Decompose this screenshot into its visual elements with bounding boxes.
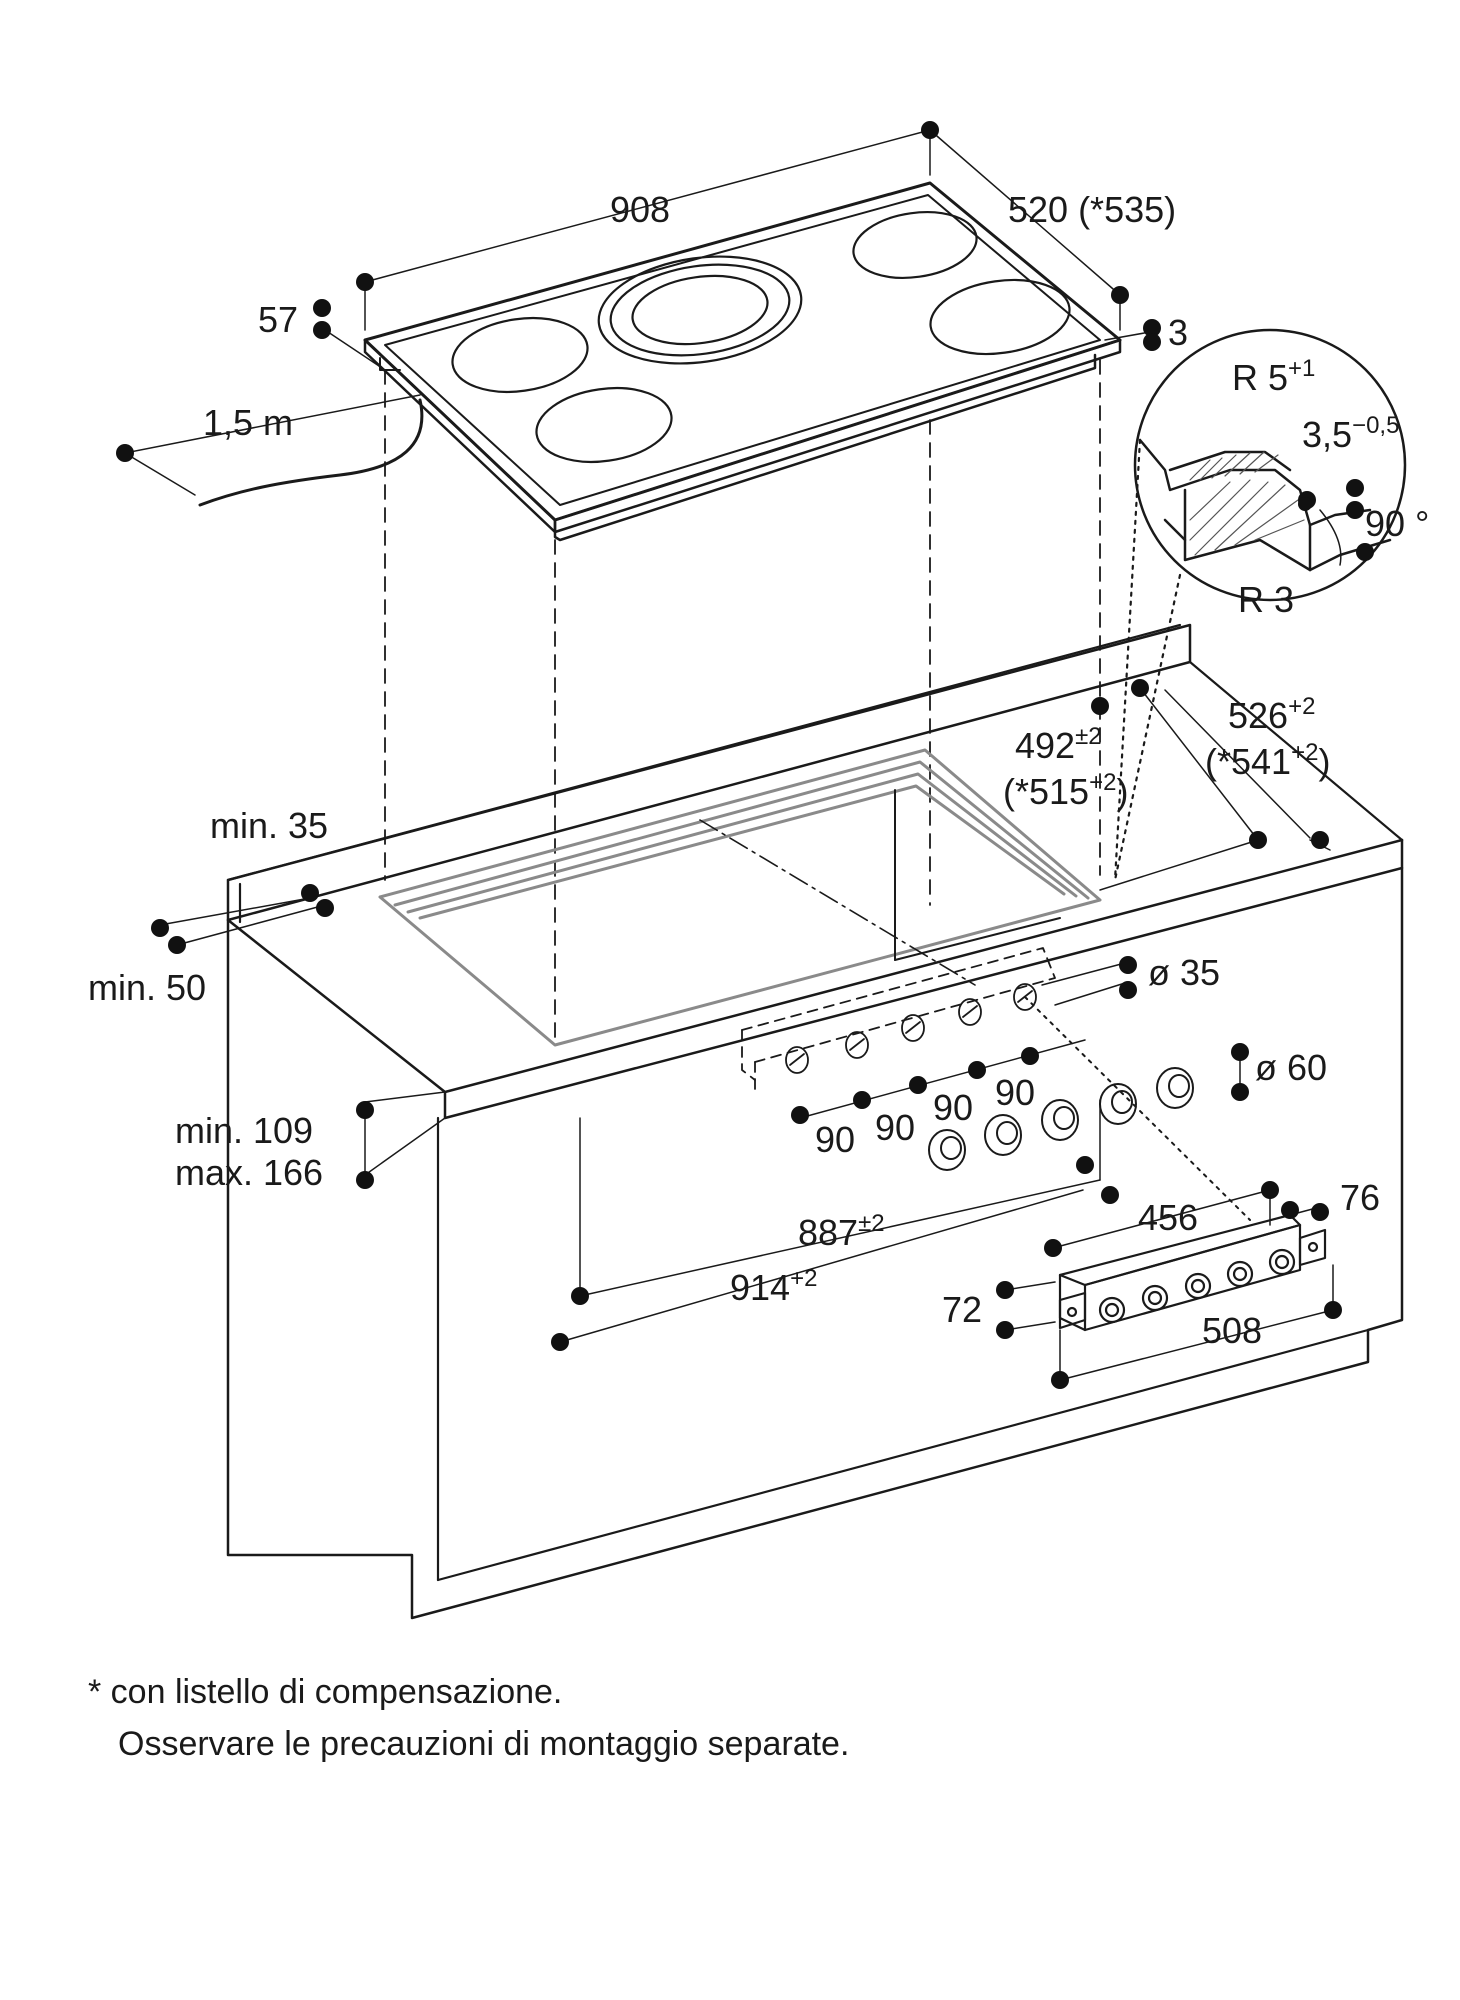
- label-radius-top: R 5+1: [1232, 355, 1315, 398]
- label-min-rear: min. 35: [210, 805, 328, 846]
- label-hob-depth: 520 (*535): [1008, 189, 1176, 230]
- label-cutout-depth-inner-alt: (*515+2): [1003, 769, 1128, 812]
- label-knob-diameter: ø 60: [1255, 1047, 1327, 1088]
- burner-front-left: [535, 387, 673, 463]
- label-hob-width: 908: [610, 189, 670, 230]
- label-panel-height: 72: [942, 1289, 982, 1330]
- label-cutout-width-inner: 887±2: [798, 1210, 885, 1253]
- control-cutout-outline: [741, 947, 1056, 1093]
- dimension-dots: [116, 121, 1374, 1389]
- counter-cabinet: [226, 623, 1404, 1620]
- worktop-cutout: [378, 748, 1102, 1047]
- burner-center-mid: [609, 263, 791, 357]
- label-cutout-width-outer: 914+2: [730, 1265, 817, 1308]
- dimension-lines: [124, 129, 1334, 1381]
- label-radius-bottom: R 3: [1238, 579, 1294, 620]
- label-knob-spacing-4: 90: [995, 1072, 1035, 1113]
- label-hob-height: 57: [258, 299, 298, 340]
- knob-4: [1099, 1083, 1137, 1125]
- knob-1: [928, 1129, 966, 1171]
- dimension-labels: 908 520 (*535) 57 3 1,5 m R 5+1 3,5−0,5 …: [88, 189, 1429, 1351]
- burner-center-outer: [597, 255, 803, 365]
- control-panel: [1058, 1213, 1327, 1332]
- knob-holes: [785, 983, 1037, 1074]
- front-knobs: [928, 1067, 1194, 1171]
- label-angle: 90 °: [1365, 503, 1429, 544]
- label-min-front: min. 50: [88, 967, 206, 1008]
- label-panel-hole-width: 456: [1138, 1197, 1198, 1238]
- footnote-precautions: Osservare le precauzioni di montaggio se…: [118, 1725, 850, 1763]
- knob-2: [984, 1114, 1022, 1156]
- label-cutout-depth-inner: 492±2: [1015, 723, 1102, 766]
- label-knob-hole: ø 35: [1148, 952, 1220, 993]
- label-cutout-depth-outer: 526+2: [1228, 693, 1315, 736]
- label-knob-spacing-1: 90: [815, 1119, 855, 1160]
- knob-3: [1041, 1099, 1079, 1141]
- label-frame-thickness: 3: [1168, 312, 1188, 353]
- knob-5: [1156, 1067, 1194, 1109]
- label-panel-tab: 76: [1340, 1177, 1380, 1218]
- label-front-min: min. 109: [175, 1110, 313, 1151]
- label-cutout-depth-outer-alt: (*541+2): [1205, 739, 1330, 782]
- edge-detail: [1113, 328, 1407, 882]
- label-cable-length: 1,5 m: [203, 402, 293, 443]
- label-step-depth: 3,5−0,5: [1302, 412, 1399, 455]
- burner-rear-right: [852, 211, 978, 279]
- label-knob-spacing-3: 90: [933, 1087, 973, 1128]
- burner-center-inner: [631, 274, 769, 346]
- label-panel-width: 508: [1202, 1310, 1262, 1351]
- power-cable: [198, 398, 424, 507]
- label-front-max: max. 166: [175, 1152, 323, 1193]
- projection-lines: [384, 359, 1101, 1046]
- burner-rear-left: [451, 317, 589, 393]
- label-knob-spacing-2: 90: [875, 1107, 915, 1148]
- footnote-compensation: * con listello di compensazione.: [88, 1673, 563, 1711]
- cooktop: [198, 181, 1122, 542]
- burner-front-right: [929, 278, 1071, 356]
